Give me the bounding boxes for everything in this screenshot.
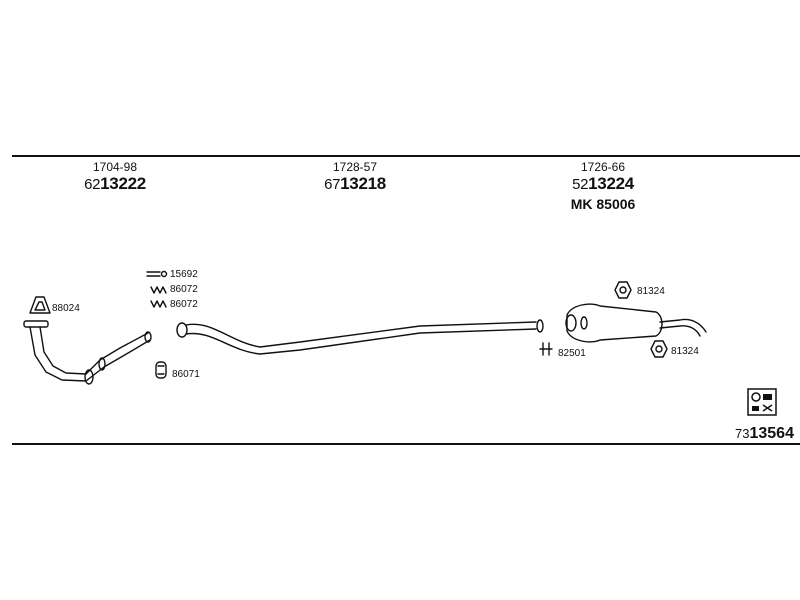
middle-pipe-shape [176, 319, 544, 355]
part-header-rear-silencer: 1726-66 5213224 MK 85006 [553, 160, 653, 213]
part-number: 5213224 [572, 174, 634, 193]
part-ref: 1704-98 [92, 160, 138, 174]
rubber-mount-bottom-icon [650, 340, 668, 358]
clamp-86072-b-icon [150, 300, 167, 308]
mounting-kit-number: MK 85006 [570, 196, 636, 212]
kit-number: 7313564 [735, 425, 794, 442]
part-header-middle-pipe: 1728-57 6713218 [310, 160, 400, 195]
callout-15692: 15692 [170, 269, 198, 280]
callout-86072-b: 86072 [170, 299, 198, 310]
top-rule [12, 155, 800, 157]
callout-81324-top: 81324 [637, 286, 665, 297]
clamp-86072-a-icon [150, 286, 167, 294]
callout-86071: 86071 [172, 369, 200, 380]
callout-82501: 82501 [558, 348, 586, 359]
callout-86072-a: 86072 [170, 284, 198, 295]
part-ref: 1726-66 [580, 160, 626, 174]
front-pipe-shape [23, 320, 152, 385]
bottom-rule [12, 443, 800, 445]
part-ref: 1728-57 [332, 160, 378, 174]
callout-81324-bottom: 81324 [671, 346, 699, 357]
part-number: 6213222 [84, 174, 146, 193]
part-header-front-pipe: 1704-98 6213222 [70, 160, 160, 195]
mounting-kit-icon [747, 388, 777, 416]
rear-silencer-shape [565, 303, 707, 343]
hanger-86071-icon [155, 361, 167, 379]
hanger-82501-icon [539, 342, 553, 356]
gasket-88024-icon [29, 296, 51, 314]
rubber-mount-top-icon [614, 281, 632, 299]
clamp-15692-icon [146, 270, 168, 278]
part-number: 6713218 [324, 174, 386, 193]
callout-88024: 88024 [52, 303, 80, 314]
